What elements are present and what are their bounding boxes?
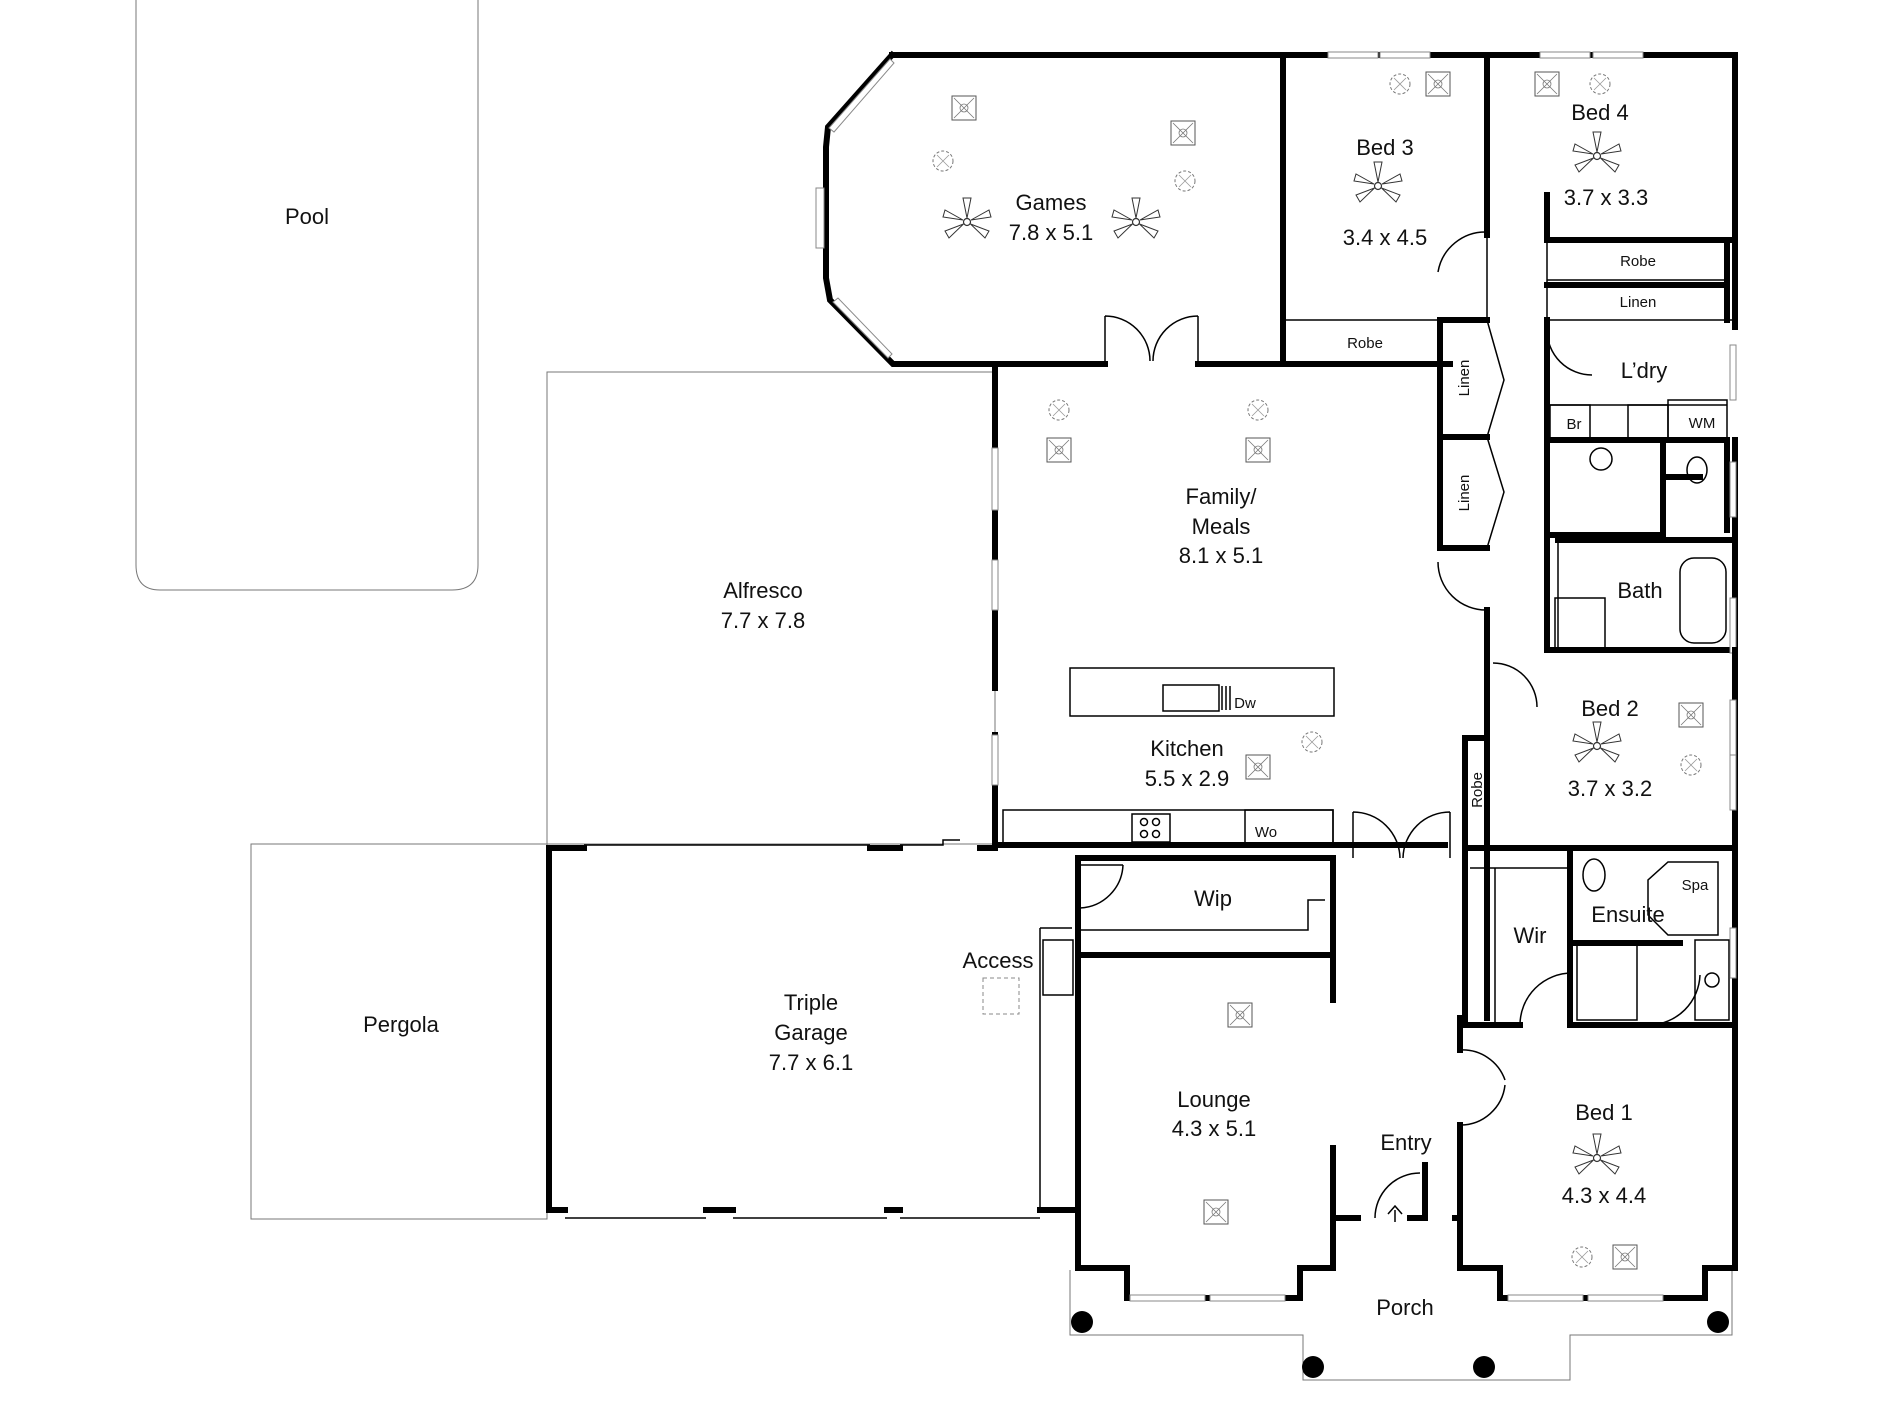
ensuite-walls (1462, 845, 1738, 1028)
kitchen-label: Kitchen (1150, 736, 1223, 761)
access-label: Access (963, 948, 1034, 973)
linen-a-label: Linen (1456, 360, 1473, 397)
light-icon (1301, 731, 1323, 753)
ceiling-fan-icon (1572, 131, 1622, 173)
bed3-label: Bed 3 (1356, 135, 1414, 160)
downlight-icon (1245, 437, 1271, 463)
lounge-size: 4.3 x 5.1 (1172, 1116, 1256, 1141)
light-icon (1680, 754, 1702, 776)
ceiling-fan-icon (1111, 197, 1161, 239)
br-label: Br (1567, 416, 1582, 433)
downlight-icon (1612, 1244, 1638, 1270)
entry-label: Entry (1380, 1130, 1431, 1155)
ceiling-fan-icon (942, 197, 992, 239)
pool-label: Pool (285, 204, 329, 229)
light-icon (932, 150, 954, 172)
bed1-label: Bed 1 (1575, 1100, 1633, 1125)
hall-walls (1437, 197, 1538, 741)
ensuite-label: Ensuite (1591, 902, 1664, 927)
garage-walls (546, 839, 1081, 1219)
alfresco-size: 7.7 x 7.8 (721, 608, 805, 633)
bed4-size: 3.7 x 3.3 (1564, 185, 1648, 210)
light-icon (1247, 399, 1269, 421)
garage-label-line1: Triple (784, 990, 838, 1015)
pool-outline (135, 0, 479, 591)
alfresco-label: Alfresco (723, 578, 802, 603)
ceiling-fan-icon (1572, 721, 1622, 763)
family-label-line2: Meals (1192, 514, 1251, 539)
column-icon (1473, 1356, 1495, 1378)
light-icon (1589, 73, 1611, 95)
pergola-label: Pergola (363, 1012, 440, 1037)
downlight-icon (951, 95, 977, 121)
downlight-icon (1170, 120, 1196, 146)
ceiling-fan-icon (1353, 161, 1403, 203)
column-icon (1071, 1311, 1093, 1333)
bed2-walls (1462, 647, 1738, 851)
bath-label: Bath (1617, 578, 1662, 603)
lounge-label: Lounge (1177, 1087, 1250, 1112)
robe-bed4-label: Robe (1620, 253, 1656, 270)
bath-walls (1544, 437, 1738, 654)
bed1-size: 4.3 x 4.4 (1562, 1183, 1646, 1208)
games-label: Games (1016, 190, 1087, 215)
downlight-icon (1534, 71, 1560, 97)
downlight-icon (1245, 754, 1271, 780)
robe-bed2-label: Robe (1469, 772, 1486, 808)
wm-label: WM (1689, 415, 1716, 432)
bed4-label: Bed 4 (1571, 100, 1629, 125)
bed2-label: Bed 2 (1581, 696, 1639, 721)
wip-walls (1075, 855, 1336, 958)
downlight-icon (1678, 702, 1704, 728)
bed3-size: 3.4 x 4.5 (1343, 225, 1427, 250)
downlight-icon (1203, 1199, 1229, 1225)
light-icon (1389, 73, 1411, 95)
kitchen-size: 5.5 x 2.9 (1145, 766, 1229, 791)
downlight-icon (1425, 71, 1451, 97)
wo-label: Wo (1255, 824, 1277, 841)
ceiling-fan-icon (1572, 1133, 1622, 1175)
dw-label: Dw (1234, 695, 1256, 712)
porch-label: Porch (1376, 1295, 1433, 1320)
light-icon (1048, 399, 1070, 421)
games-size: 7.8 x 5.1 (1009, 220, 1093, 245)
porch-outline (1069, 1270, 1733, 1381)
robe-bed3-label: Robe (1347, 335, 1383, 352)
linen-top-label: Linen (1620, 294, 1657, 311)
wir-label: Wir (1514, 923, 1547, 948)
downlight-icon (1046, 437, 1072, 463)
wip-label: Wip (1194, 886, 1232, 911)
column-icon (1707, 1311, 1729, 1333)
downlight-icon (1227, 1002, 1253, 1028)
bed2-size: 3.7 x 3.2 (1568, 776, 1652, 801)
laundry-label: L’dry (1621, 358, 1667, 383)
linen-b-label: Linen (1456, 475, 1473, 512)
light-icon (1571, 1246, 1593, 1268)
family-label-line1: Family/ (1186, 484, 1258, 509)
garage-label-line2: Garage (774, 1020, 847, 1045)
laundry-walls (1544, 192, 1737, 533)
games-room-walls (815, 50, 1738, 367)
garage-size: 7.7 x 6.1 (769, 1050, 853, 1075)
family-size: 8.1 x 5.1 (1179, 543, 1263, 568)
column-icon (1302, 1356, 1324, 1378)
spa-label: Spa (1682, 877, 1709, 894)
lounge-entry-walls (1075, 855, 1738, 1302)
light-icon (1174, 170, 1196, 192)
